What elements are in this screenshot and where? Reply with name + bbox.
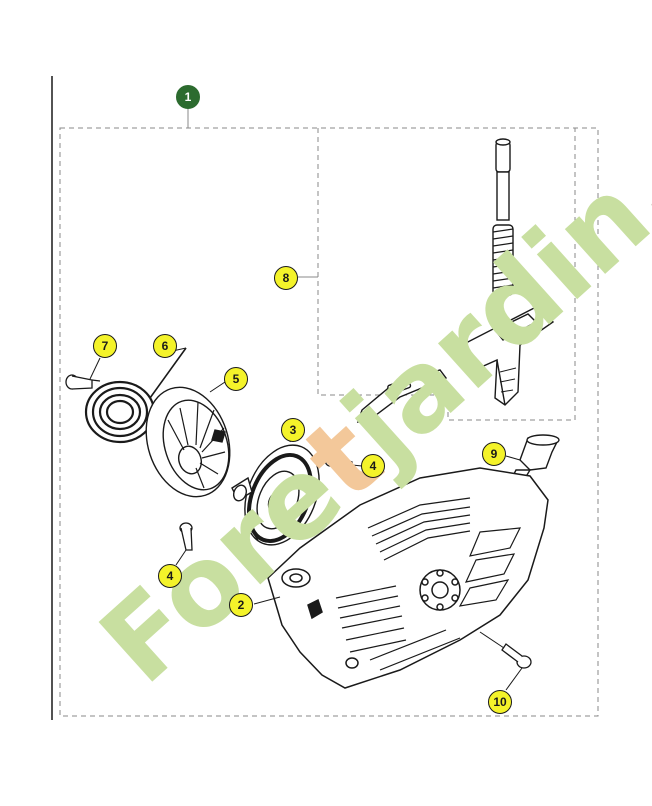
callout-2: 2 (229, 593, 253, 617)
leader-5 (209, 381, 226, 393)
callout-8: 8 (274, 266, 298, 290)
callout-4-lower: 4 (158, 564, 182, 588)
leader-4-upper (351, 464, 363, 467)
starter-handle (356, 138, 555, 424)
assembly-boundary (59, 127, 599, 717)
spring-housing (145, 386, 231, 498)
callout-4-upper: 4 (361, 454, 385, 478)
leader-7 (89, 357, 101, 380)
starter-cover (267, 467, 549, 689)
screw-7 (65, 374, 101, 390)
screw-10 (501, 643, 532, 669)
screw-4-lower (179, 522, 193, 551)
callout-7: 7 (93, 334, 117, 358)
leader-4-lower (175, 549, 187, 566)
screw-4-upper (324, 453, 353, 470)
callout-5: 5 (224, 367, 248, 391)
callout-6: 6 (153, 334, 177, 358)
rope-guide-bushing (510, 434, 560, 481)
leader-2 (253, 596, 281, 605)
rope-pulley (231, 444, 320, 546)
leader-10-down (505, 667, 523, 691)
callout-9: 9 (482, 442, 506, 466)
leader-10 (479, 631, 505, 649)
handle-subassembly-boundary (317, 128, 576, 421)
callout-3: 3 (281, 418, 305, 442)
leader-9 (505, 455, 521, 461)
callout-1: 1 (176, 85, 200, 109)
callout-10: 10 (488, 690, 512, 714)
